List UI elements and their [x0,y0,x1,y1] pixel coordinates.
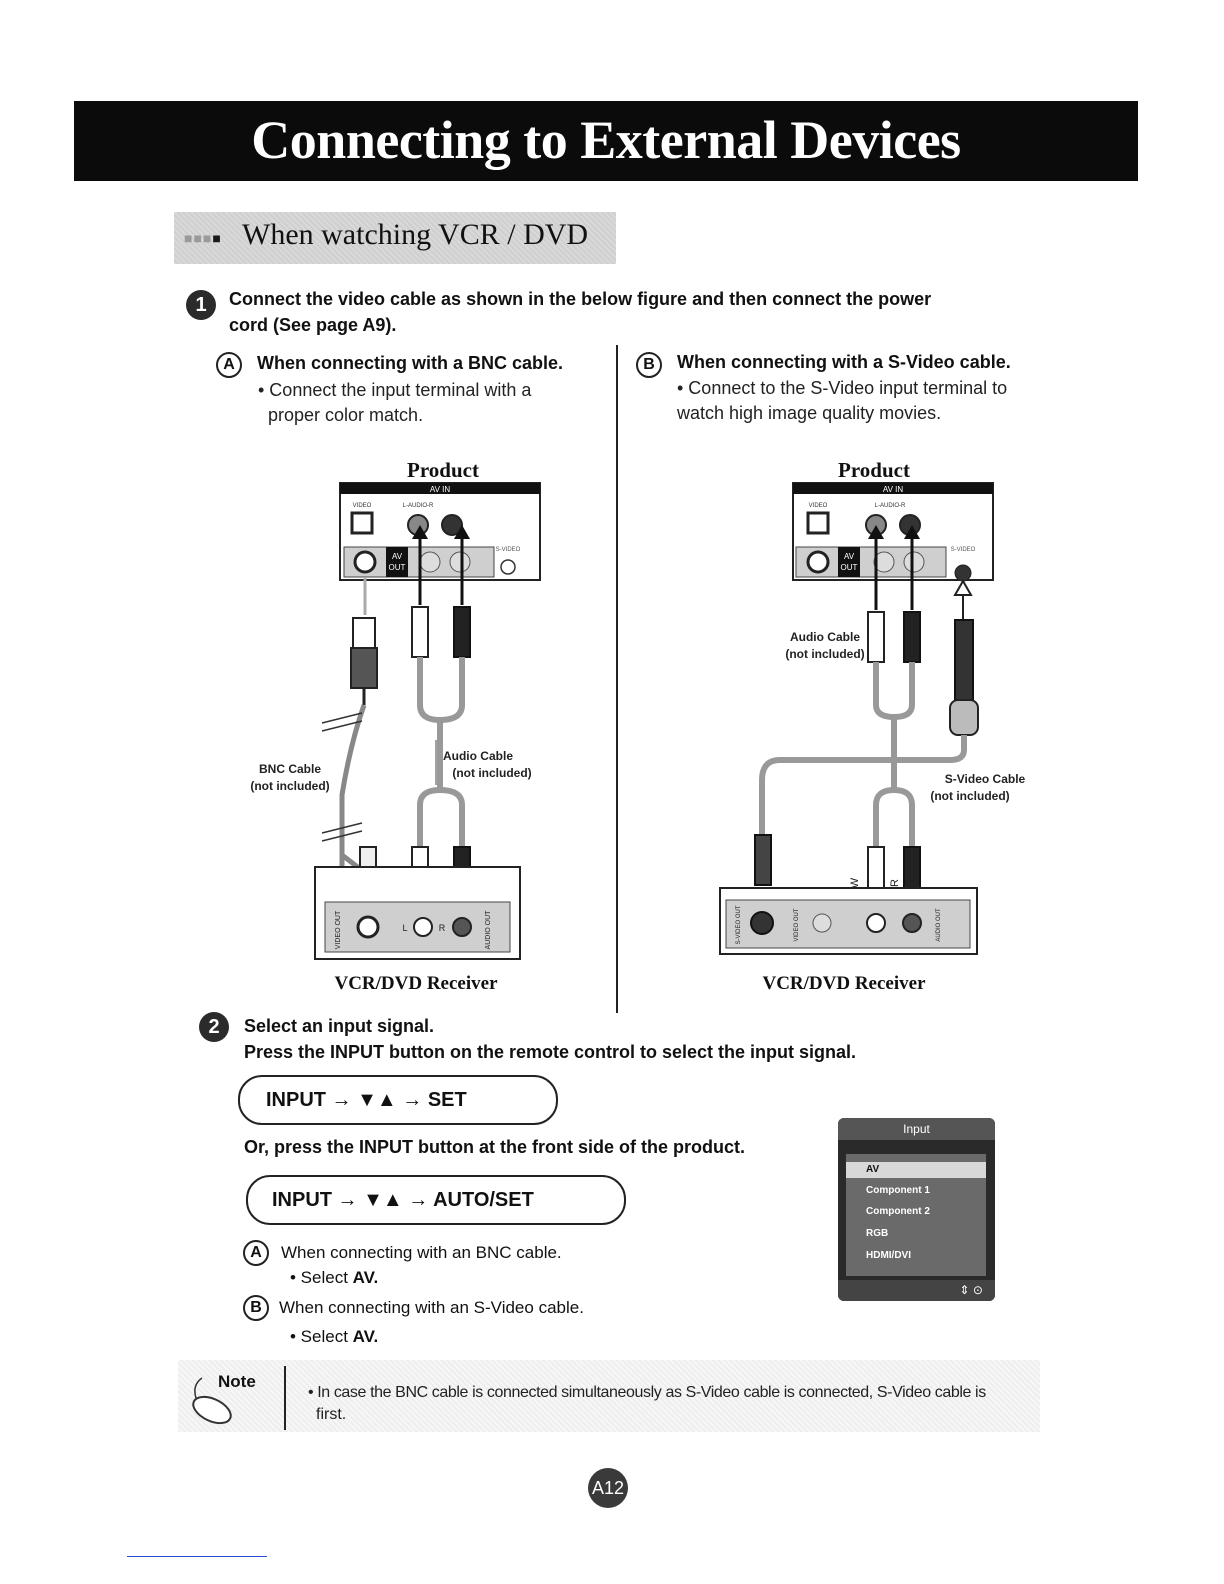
step2-b-select: • Select AV. [290,1327,378,1347]
col-b-heading: When connecting with a S-Video cable. [677,352,1011,372]
input-menu-item-component2[interactable]: Component 2 [866,1206,930,1217]
step2-a-select: • Select AV. [290,1268,378,1288]
diagram-a-l-label: L [402,923,407,933]
step-2-number: 2 [199,1012,229,1042]
diagram-a-l-audio-r-label: L-AUDIO-R [403,503,434,509]
diagram-b-svideo: Product AV IN VIDEO L-AUDIO-R S-VIDEO AV… [719,458,1026,994]
input-menu-footer: ⇕ ⊙ [838,1280,995,1301]
diagram-a-av-in-label: AV IN [430,485,451,494]
note-text-line1: • In case the BNC cable is connected sim… [308,1384,986,1401]
page-number: A12 [588,1468,628,1508]
col-b-desc-line2: watch high image quality movies. [677,403,942,423]
input-sequence-remote: INPUT → ▼▲ → SET [238,1075,558,1125]
section-title: When watching VCR / DVD [242,218,589,251]
diagram-a-bnc-cable-label-2: (not included) [250,779,329,793]
input-menu-footer-icons: ⇕ ⊙ [959,1283,983,1297]
diagram-b-audio-out-label: AUDIO OUT [936,908,942,942]
diagram-b-video-label: VIDEO [809,503,828,509]
step2-b-select-prefix: • Select [290,1327,348,1346]
step-2-line1: Select an input signal. [244,1016,435,1036]
diagram-a-receiver-label: VCR/DVD Receiver [334,973,498,994]
or-front-button-text: Or, press the INPUT button at the front … [244,1137,746,1157]
diagram-b-av-out-1: AV [844,552,855,561]
section-header: ■■■■ When watching VCR / DVD [174,212,616,264]
badge-b: B [636,352,662,378]
note-mouse-icon [192,1377,232,1425]
diagram-b-audio-cable-label-2: (not included) [785,647,864,661]
step-1-number: 1 [186,290,216,320]
section-bullets-icon: ■■■■ [184,230,222,246]
input-osd-menu: Input AV Component 1 Component 2 RGB HDM… [838,1118,995,1301]
step-1-text-line1: Connect the video cable as shown in the … [229,289,932,309]
diagram-a-bnc: Product AV IN VIDEO L-AUDIO-R S-VIDEO AV… [250,458,541,994]
step2-a-select-value: AV. [352,1268,379,1287]
col-b-desc-line1: • Connect to the S-Video input terminal … [677,378,1008,398]
note-divider [284,1366,286,1430]
diagram-a-video-label: VIDEO [353,503,372,509]
diagram-a-audio-out-label: AUDIO OUT [485,910,492,950]
diagram-b-av-in-label: AV IN [883,485,904,494]
input-menu-item-av[interactable]: AV [866,1164,880,1175]
diagram-a-av-out-2: OUT [389,563,406,572]
input-menu-highlight [846,1162,986,1178]
input-menu-title: Input [838,1118,995,1140]
diagram-b-r-label: R [889,879,901,887]
input-menu-item-component1[interactable]: Component 1 [866,1185,930,1196]
diagram-b-svideo-cable-label-1: S-Video Cable [945,772,1026,786]
step2-a-text: When connecting with an BNC cable. [281,1243,562,1262]
input-menu-item-rgb[interactable]: RGB [866,1228,889,1239]
input-sequence-front-text: INPUT → ▼▲ → AUTO/SET [272,1189,534,1211]
badge-a: A [216,352,242,378]
col-a-heading: When connecting with a BNC cable. [257,353,564,373]
diagram-a-bnc-cable-label-1: BNC Cable [259,762,321,776]
step2-a-select-prefix: • Select [290,1268,348,1287]
diagram-b-l-audio-r-label: L-AUDIO-R [875,503,906,509]
step-1-text-line2: cord (See page A9). [229,315,397,335]
step-2-line2: Press the INPUT button on the remote con… [244,1042,857,1062]
note-text-line2: first. [316,1406,347,1423]
note-label: Note [218,1372,256,1391]
diagram-b-video-out-label: VIDEO OUT [794,908,800,941]
input-sequence-front: INPUT → ▼▲ → AUTO/SET [246,1175,626,1225]
title-bar: Connecting to External Devices [74,101,1138,181]
input-sequence-remote-text: INPUT → ▼▲ → SET [266,1089,467,1111]
note-box: Note • In case the BNC cable is connecte… [178,1360,1040,1432]
col-a-desc-line1: • Connect the input terminal with a [258,380,532,400]
step2-b-text: When connecting with an S-Video cable. [279,1298,584,1317]
diagram-a-audio-cable-label-1: Audio Cable [443,749,513,763]
footer-underline [127,1556,267,1557]
col-a-desc-line2: proper color match. [268,405,424,425]
diagram-b-av-out-2: OUT [841,563,858,572]
input-menu-item-hdmi-dvi[interactable]: HDMI/DVI [866,1250,911,1261]
diagram-b-svideo-out-label: S-VIDEO OUT [736,905,742,944]
column-divider [616,345,618,1013]
diagram-a-r-label: R [439,923,446,933]
page-title: Connecting to External Devices [251,110,961,170]
diagram-a-av-out-1: AV [392,552,403,561]
diagram-b-receiver-label: VCR/DVD Receiver [762,973,926,994]
step2-b-select-value: AV. [352,1327,379,1346]
diagram-b-svideo-cable-label-2: (not included) [930,789,1009,803]
diagram-b-w-label: W [849,877,861,888]
diagram-a-svideo-label: S-VIDEO [496,547,521,553]
diagram-a-video-out-label: VIDEO OUT [335,910,342,949]
diagram-b-svideo-label: S-VIDEO [951,547,976,553]
diagram-b-audio-cable-label-1: Audio Cable [790,630,860,644]
diagram-a-audio-cable-label-2: (not included) [452,766,531,780]
step2-badge-b: B [243,1295,269,1321]
diagram-b-product-label: Product [838,458,910,482]
step2-badge-a: A [243,1240,269,1266]
diagram-a-product-label: Product [407,458,479,482]
